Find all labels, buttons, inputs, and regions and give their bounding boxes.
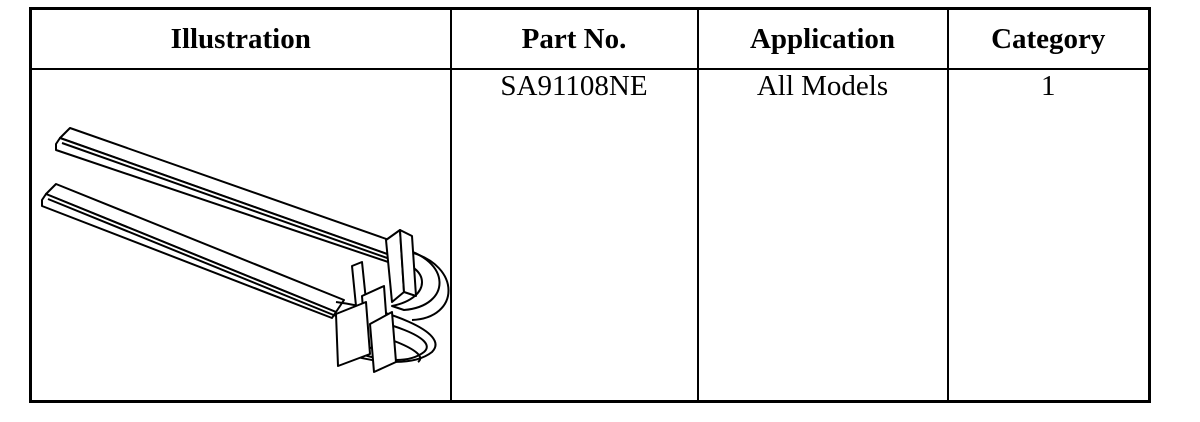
header-illustration: Illustration xyxy=(29,7,452,70)
header-category: Category xyxy=(946,7,1151,70)
part-no-cell: SA91108NE xyxy=(449,68,699,403)
header-row: Illustration Part No. Application Catego… xyxy=(29,7,1151,70)
heating-element-icon xyxy=(41,127,450,373)
illustration-cell xyxy=(29,68,452,403)
header-application: Application xyxy=(696,7,949,70)
parts-table: Illustration Part No. Application Catego… xyxy=(29,7,1151,403)
category-cell: 1 xyxy=(946,68,1151,403)
table-row: SA91108NE All Models 1 xyxy=(29,68,1151,403)
header-part-no: Part No. xyxy=(449,7,699,70)
application-cell: All Models xyxy=(696,68,949,403)
